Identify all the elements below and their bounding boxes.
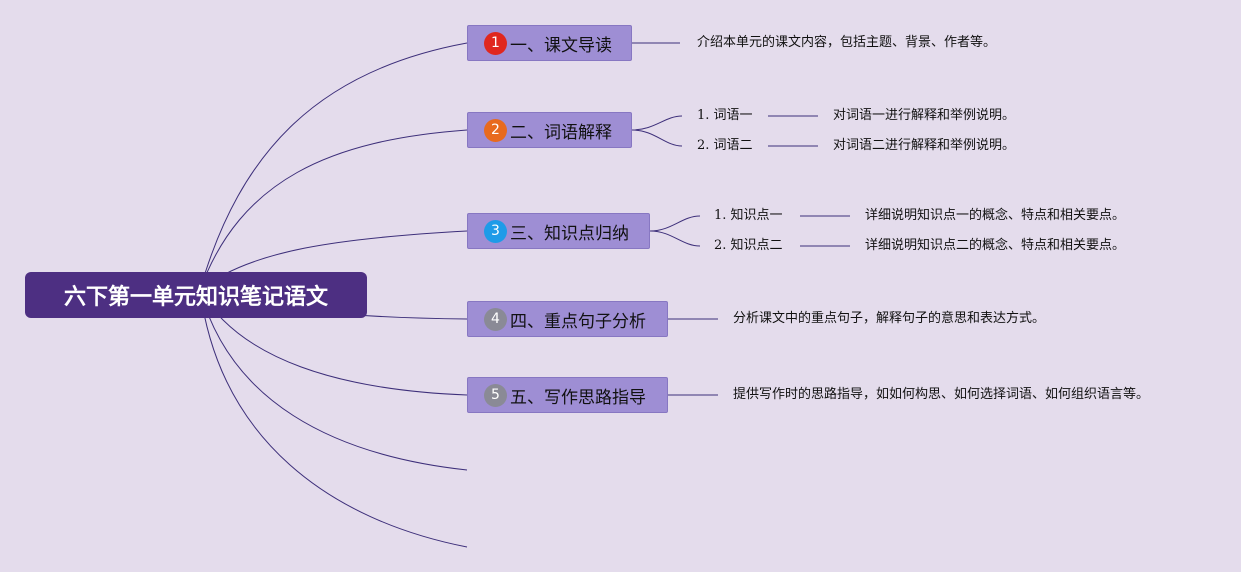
branch-2-child-1-desc: 对词语一进行解释和举例说明。 — [833, 108, 1016, 123]
connector-root-branch-2 — [199, 129, 468, 291]
branch-3-child-1-desc: 详细说明知识点一的概念、特点和相关要点。 — [865, 208, 1126, 223]
number-1-icon: 1 — [484, 31, 507, 55]
number-5-icon: 5 — [484, 383, 507, 407]
connector-root-empty-2 — [199, 289, 468, 548]
number-4-icon: 4 — [484, 307, 507, 331]
root-title: 六下第一单元知识笔记语文 — [63, 285, 328, 310]
branch-3-child-1[interactable]: 1. 知识点一 — [714, 208, 783, 223]
branch-3[interactable]: 3 三、知识点归纳 — [467, 213, 650, 249]
branch-1[interactable]: 1 一、课文导读 — [467, 25, 632, 61]
root-topic[interactable]: 六下第一单元知识笔记语文 — [25, 272, 367, 318]
branch-4[interactable]: 4 四、重点句子分析 — [467, 301, 668, 337]
connector-root-empty-1 — [199, 289, 468, 471]
branch-2-child-2[interactable]: 2. 词语二 — [697, 138, 753, 153]
number-3-icon: 3 — [484, 219, 507, 243]
branch-5[interactable]: 5 五、写作思路指导 — [467, 377, 668, 413]
branch-5-label: 五、写作思路指导 — [510, 387, 646, 408]
branch-3-child-2[interactable]: 2. 知识点二 — [714, 238, 783, 253]
connector-root-branch-1 — [199, 42, 468, 291]
branch-3-label: 三、知识点归纳 — [510, 223, 629, 244]
connector-branch-2-child-1 — [631, 115, 683, 131]
connector-branch-3-child-2 — [649, 230, 701, 247]
branch-2-child-2-desc: 对词语二进行解释和举例说明。 — [833, 138, 1016, 153]
branch-2-child-1[interactable]: 1. 词语一 — [697, 108, 753, 123]
branch-3-child-2-desc: 详细说明知识点二的概念、特点和相关要点。 — [865, 238, 1126, 253]
branch-4-desc: 分析课文中的重点句子，解释句子的意思和表达方式。 — [733, 311, 1046, 326]
branch-5-desc: 提供写作时的思路指导，如如何构思、如何选择词语、如何组织语言等。 — [733, 387, 1150, 402]
branch-2-label: 二、词语解释 — [510, 122, 612, 143]
connector-branch-2-child-2 — [631, 129, 683, 147]
branch-1-label: 一、课文导读 — [510, 35, 612, 56]
connector-branch-3-child-1 — [649, 215, 701, 232]
branch-2[interactable]: 2 二、词语解释 — [467, 112, 632, 148]
branch-4-label: 四、重点句子分析 — [510, 311, 646, 332]
branch-1-desc: 介绍本单元的课文内容，包括主题、背景、作者等。 — [697, 35, 997, 50]
number-2-icon: 2 — [484, 118, 507, 142]
